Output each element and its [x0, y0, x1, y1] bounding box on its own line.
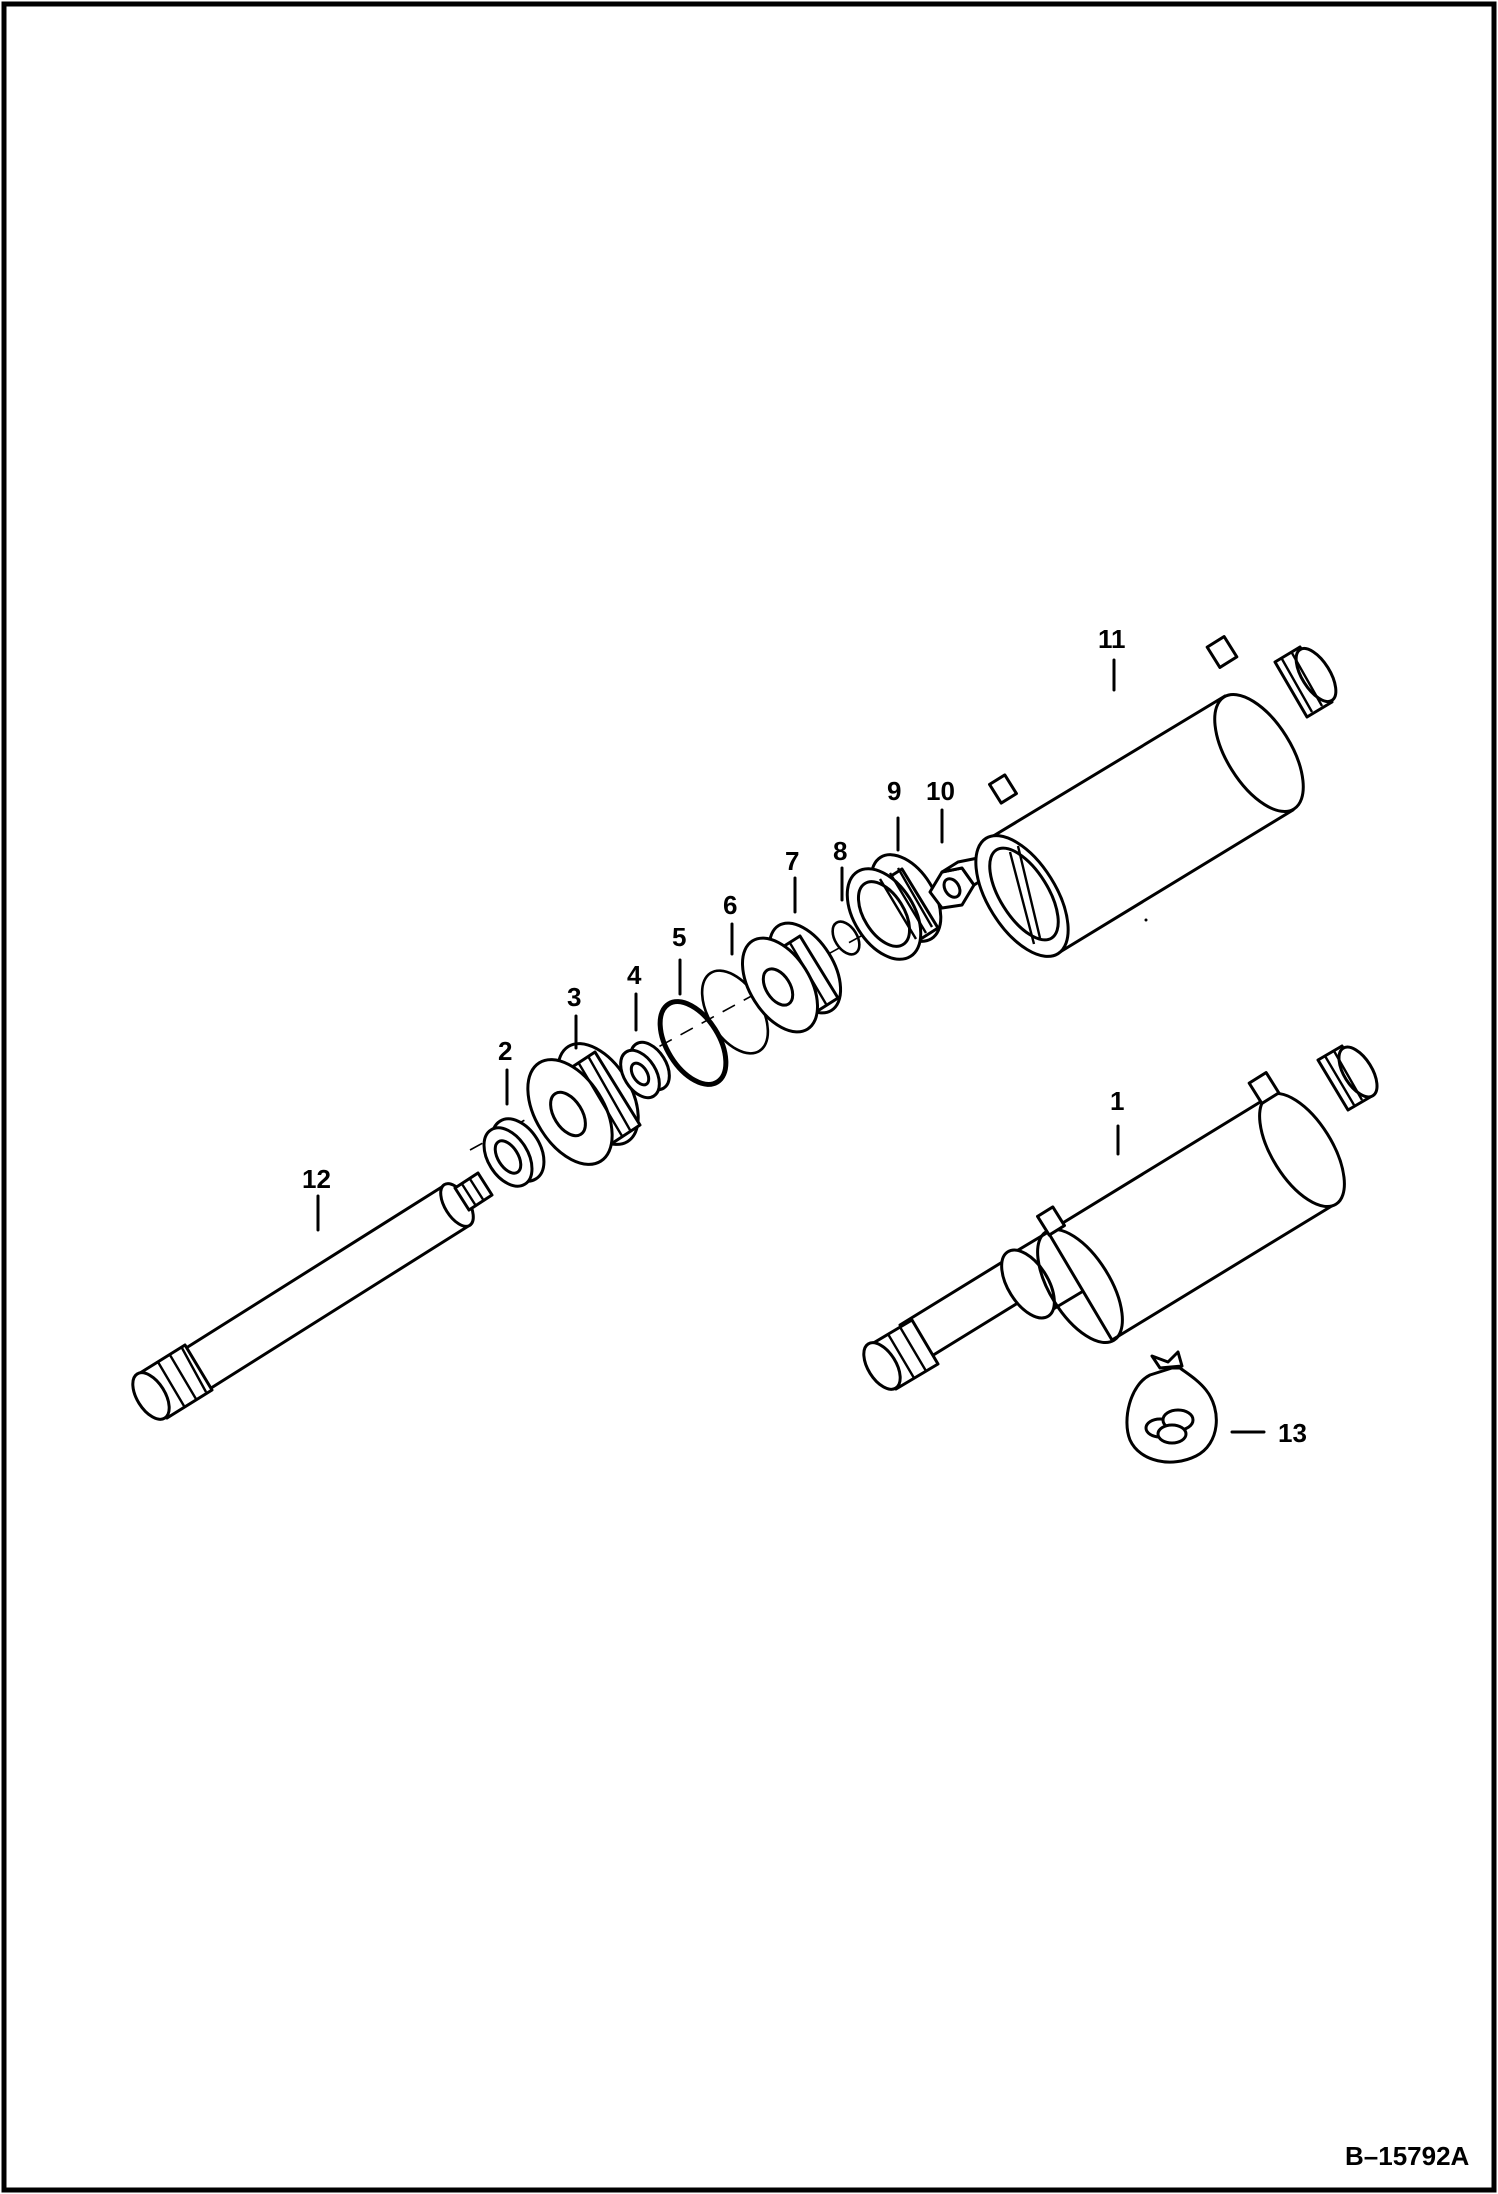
part-7-piston	[740, 921, 843, 1034]
label-part-8: 8	[833, 836, 847, 866]
label-part-11: 11	[1098, 624, 1126, 654]
stray-dot	[1144, 918, 1148, 922]
part-13-seal-kit	[1125, 1350, 1218, 1464]
part-12-rod	[131, 1171, 494, 1421]
document-number: B–15792A	[1345, 2141, 1470, 2171]
label-part-1: 1	[1110, 1086, 1124, 1116]
leader-lines	[316, 658, 1266, 1434]
label-part-2: 2	[498, 1036, 512, 1066]
label-part-6: 6	[723, 890, 737, 920]
label-part-9: 9	[887, 776, 901, 806]
part-1-cylinder-assembly	[862, 1044, 1379, 1391]
part-11-barrel	[974, 635, 1338, 958]
part-2-seal	[482, 1117, 546, 1188]
label-part-12: 12	[302, 1164, 331, 1194]
label-part-13: 13	[1278, 1418, 1307, 1448]
label-part-3: 3	[567, 982, 581, 1012]
part-8-o-ring	[831, 920, 861, 956]
part-9-piston-seal	[845, 853, 943, 961]
label-part-5: 5	[672, 922, 686, 952]
part-4-bushing	[619, 1040, 671, 1100]
label-part-4: 4	[627, 960, 642, 990]
label-part-7: 7	[785, 846, 799, 876]
label-part-10: 10	[926, 776, 955, 806]
